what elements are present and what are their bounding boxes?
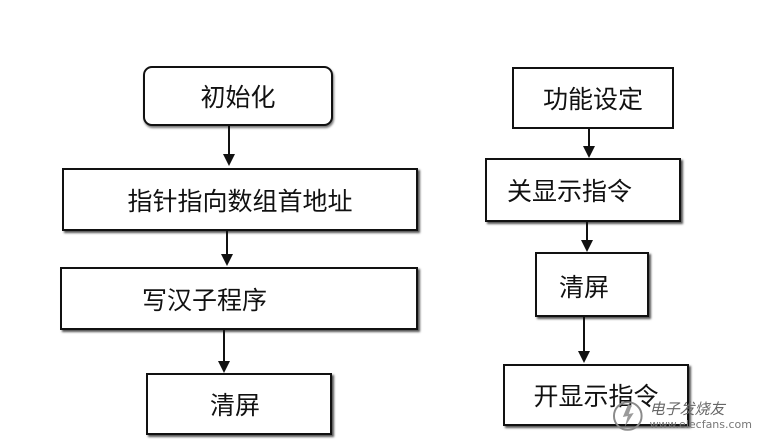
clear-node-right: 清屏	[535, 252, 649, 317]
arrow-off-to-clear	[581, 222, 593, 252]
watermark: 电子发烧友 www.elecfans.com	[612, 392, 752, 440]
arrow-init-to-pointer	[223, 126, 235, 166]
init-node: 初始化	[143, 66, 333, 126]
arrow-pointer-to-write	[221, 231, 233, 266]
off-node: 关显示指令	[485, 158, 681, 222]
arrow-func-to-off	[583, 128, 595, 158]
watermark-url: www.elecfans.com	[649, 418, 752, 431]
write-node: 写汉子程序	[60, 267, 418, 330]
on-node: 开显示指令	[503, 364, 689, 426]
clear-node-left: 清屏	[146, 373, 332, 435]
arrow-clear-to-on	[578, 317, 590, 363]
func-node: 功能设定	[512, 67, 674, 129]
elecfans-logo-icon	[612, 401, 643, 431]
arrow-write-to-clear	[218, 330, 230, 373]
pointer-node: 指针指向数组首地址	[62, 168, 418, 231]
watermark-text: 电子发烧友	[649, 400, 725, 418]
